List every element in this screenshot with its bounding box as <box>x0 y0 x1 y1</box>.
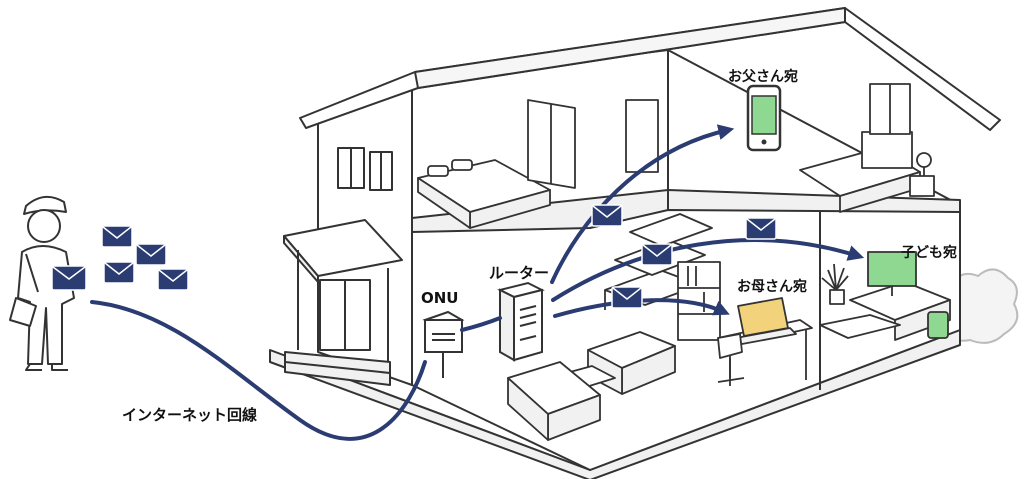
carrier-head <box>27 209 61 243</box>
upper-floor-slab <box>411 189 961 233</box>
label-mother: お母さん宛 <box>737 279 807 295</box>
envelope <box>101 225 133 248</box>
envelope <box>51 265 87 291</box>
mail-carrier <box>9 195 75 371</box>
internet-line <box>90 300 427 441</box>
path-to-mother <box>553 298 730 318</box>
sofa-front <box>507 361 601 441</box>
envelope <box>103 261 135 284</box>
data-paths <box>550 124 865 318</box>
wardrobe <box>527 99 576 189</box>
label-internet-line: インターネット回線 <box>122 406 258 424</box>
envelope <box>591 204 623 227</box>
router-device <box>497 281 545 362</box>
envelope <box>611 286 643 309</box>
tv <box>867 251 917 287</box>
envelope <box>135 243 167 266</box>
game-console <box>927 311 949 339</box>
onu-device <box>422 310 465 378</box>
label-onu: ONU <box>421 289 459 307</box>
bed-upper-right <box>799 83 935 213</box>
bed-upper-left <box>417 159 551 229</box>
onu-router-cable <box>460 316 502 332</box>
plant <box>821 263 849 305</box>
label-router: ルーター <box>489 264 550 282</box>
envelope <box>641 243 673 266</box>
table <box>819 314 901 339</box>
envelope <box>157 268 189 291</box>
bush <box>943 268 1019 344</box>
smartphone <box>746 84 782 152</box>
sofa-back <box>587 331 676 395</box>
label-father: お父さん宛 <box>728 69 798 85</box>
envelope <box>745 217 777 240</box>
carrier-cap <box>23 195 67 215</box>
desk-chair <box>717 333 745 383</box>
envelopes <box>51 204 777 309</box>
label-child: 子ども宛 <box>901 245 957 261</box>
path-to-child <box>551 238 865 302</box>
path-to-father <box>550 124 735 284</box>
tv-stand <box>849 251 951 341</box>
